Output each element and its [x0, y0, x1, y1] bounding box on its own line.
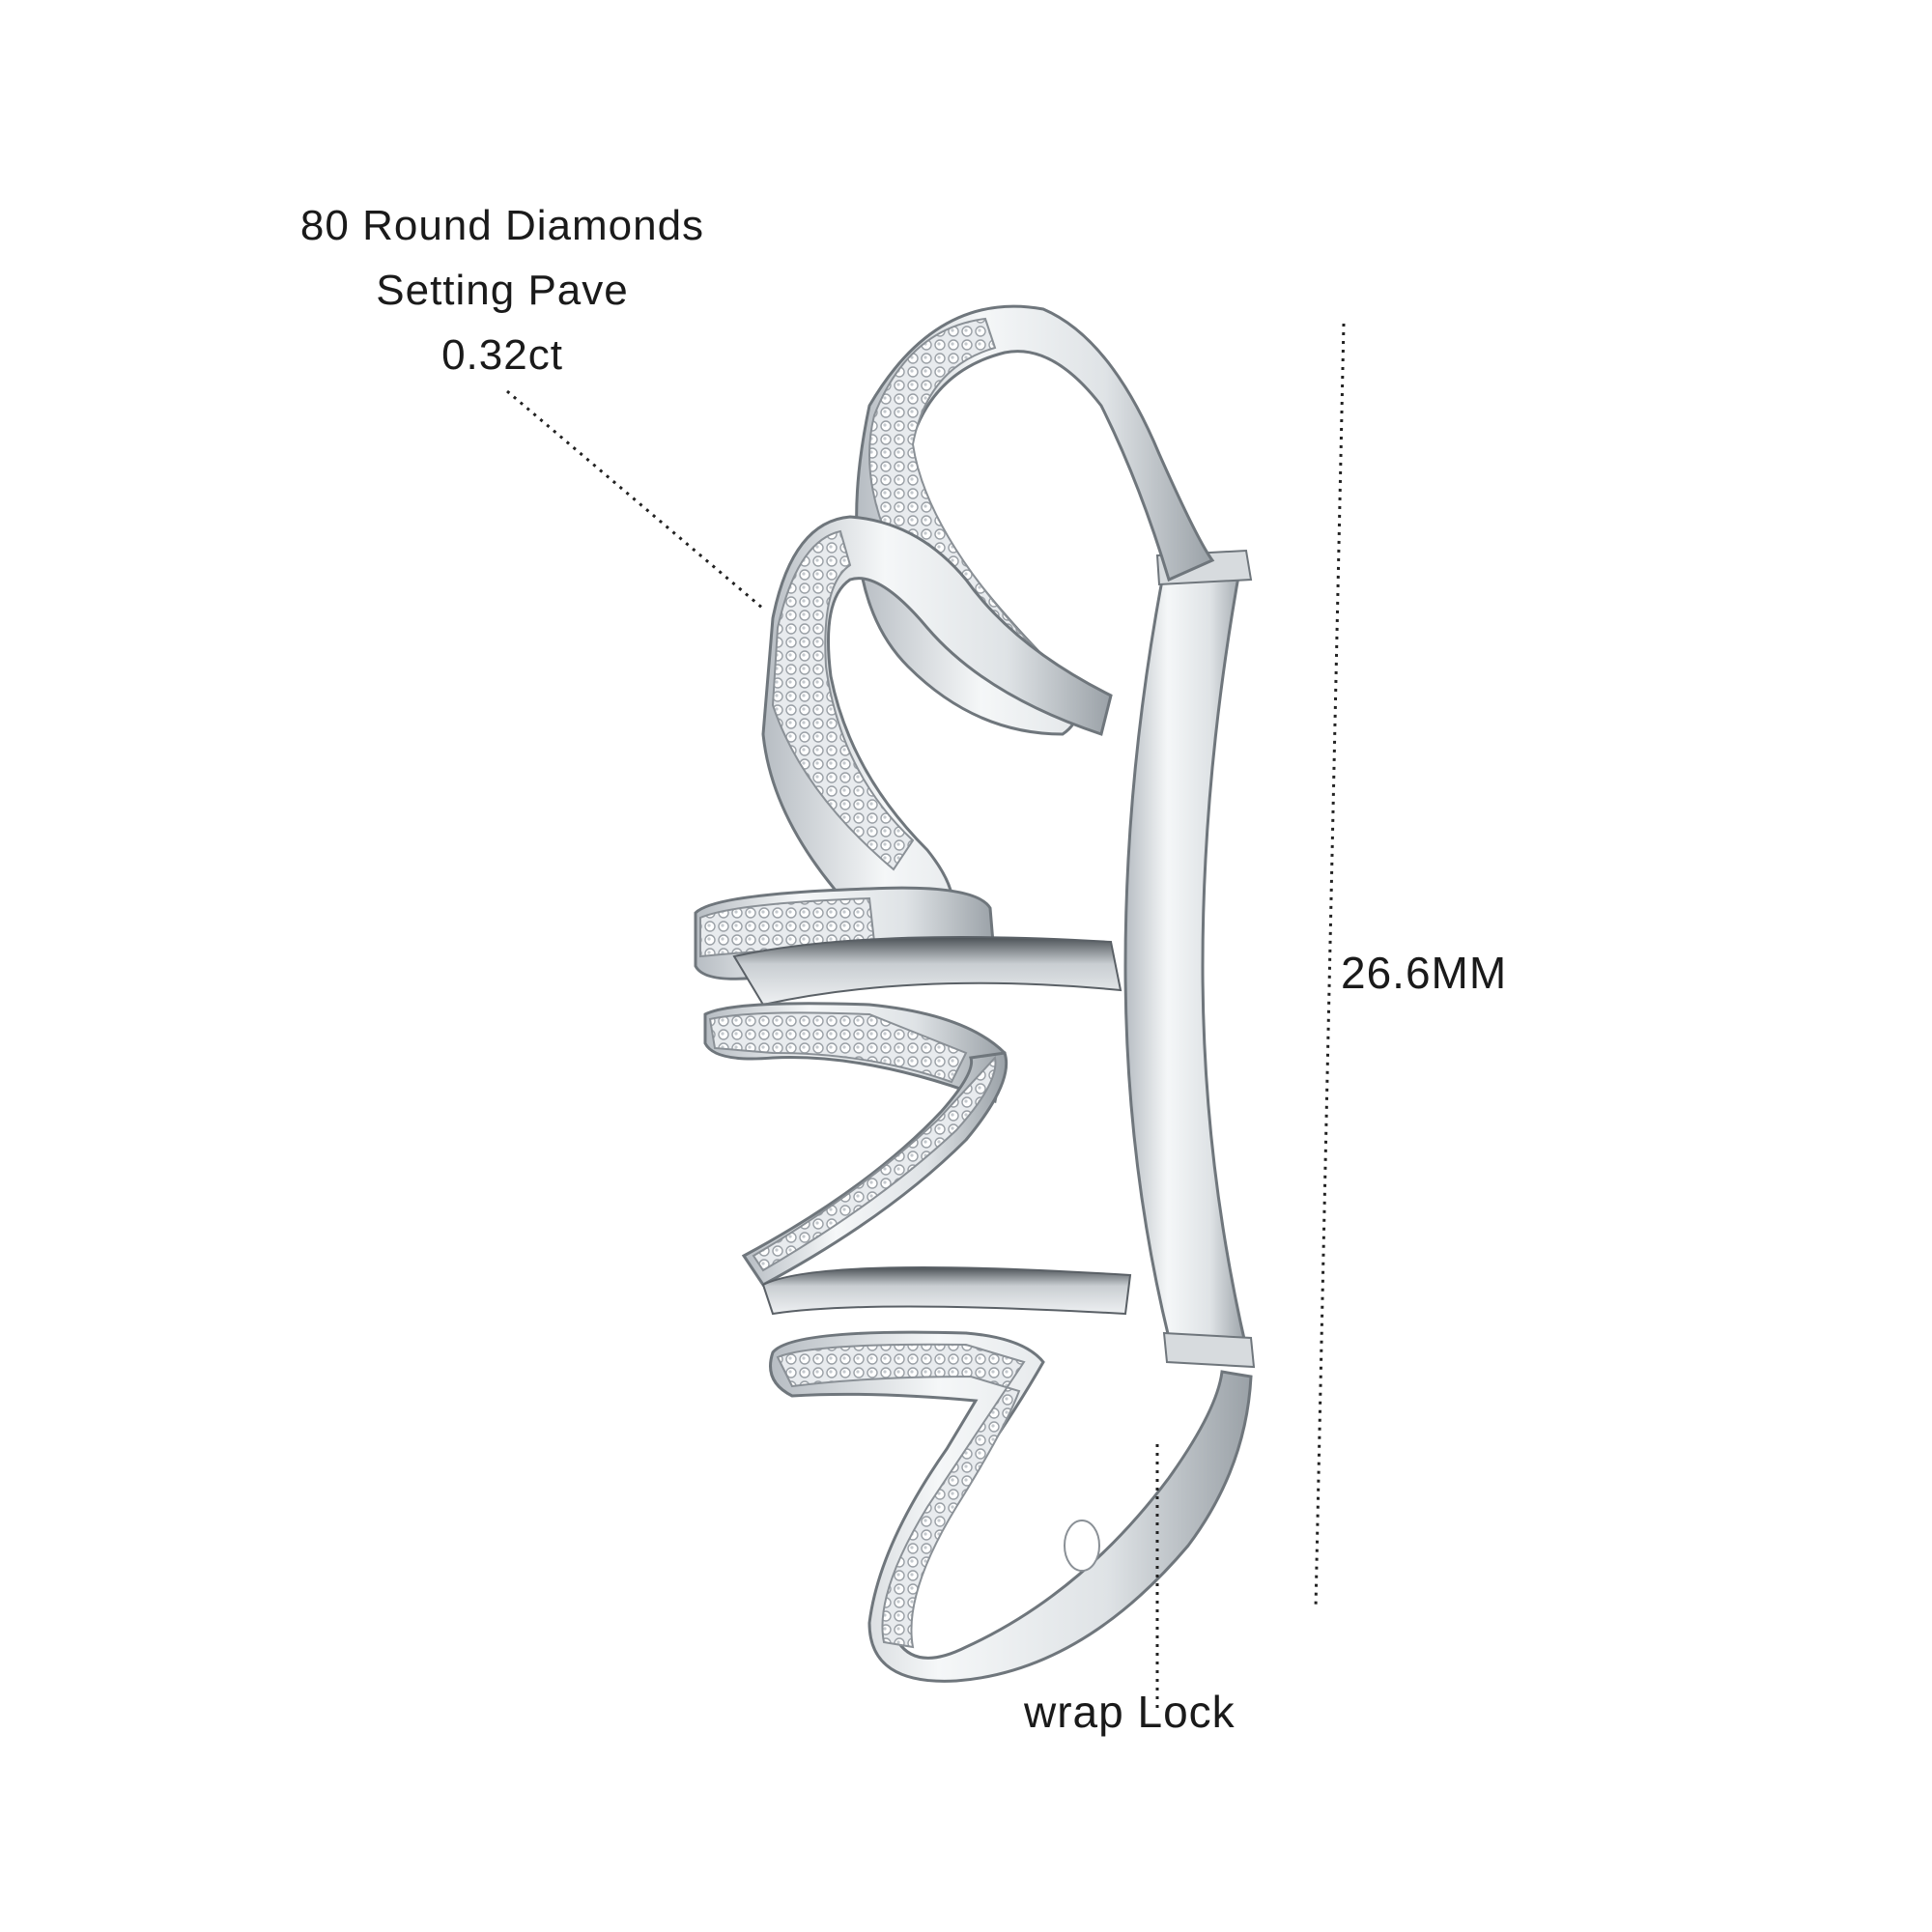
diamond-spec-block: 80 Round Diamonds Setting Pave 0.32ct [270, 193, 734, 387]
setting-label: Setting Pave [376, 267, 629, 314]
middle-bands [694, 886, 1122, 1104]
spine-bar [1123, 549, 1256, 1369]
spec-leader-line [506, 389, 764, 611]
bottom-loop [769, 1330, 1253, 1683]
carat-label: 0.32ct [441, 331, 563, 379]
diamond-count-label: 80 Round Diamonds [299, 202, 705, 249]
lower-zigzag [741, 1051, 1132, 1316]
dimension-label: 26.6MM [1341, 948, 1508, 998]
dimension-line [1314, 323, 1346, 1609]
wrap-lock-label: wrap Lock [1024, 1687, 1236, 1737]
